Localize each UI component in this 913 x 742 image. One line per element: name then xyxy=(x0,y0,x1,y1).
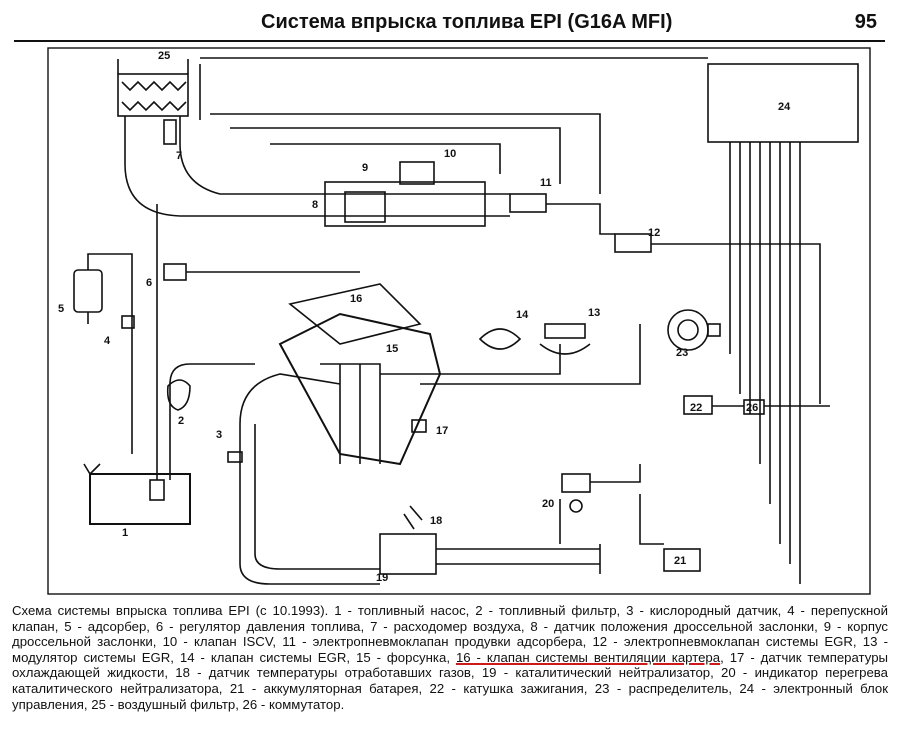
label-10: 10 xyxy=(444,148,456,160)
label-3: 3 xyxy=(216,429,222,441)
label-8: 8 xyxy=(312,199,318,211)
caption-highlight: 16 - клапан системы вентиляции картера xyxy=(455,649,721,665)
label-23: 23 xyxy=(676,347,688,359)
label-14: 14 xyxy=(516,309,529,321)
air-filter-shape xyxy=(117,73,189,117)
caption-text-2: , 17 - датчик температуры охлаждающей жи… xyxy=(12,649,889,712)
label-9: 9 xyxy=(362,162,368,174)
label-13: 13 xyxy=(588,307,600,319)
label-17: 17 xyxy=(436,425,448,437)
label-26: 26 xyxy=(746,402,758,414)
label-25: 25 xyxy=(158,50,170,62)
label-4: 4 xyxy=(104,335,111,347)
label-2: 2 xyxy=(178,415,184,427)
label-15: 15 xyxy=(386,343,398,355)
label-12: 12 xyxy=(648,227,660,239)
label-1: 1 xyxy=(122,527,128,539)
fuel-injection-diagram: 1 2 3 4 5 6 7 8 9 10 11 12 13 14 15 16 1… xyxy=(47,47,871,595)
page-number: 95 xyxy=(854,11,877,33)
figure-caption: Схема системы впрыска топлива EPI (с 10.… xyxy=(12,603,888,712)
label-11: 11 xyxy=(540,177,552,189)
label-5: 5 xyxy=(58,303,64,315)
label-6: 6 xyxy=(146,277,152,289)
label-21: 21 xyxy=(674,555,686,567)
label-7: 7 xyxy=(176,150,182,162)
label-22: 22 xyxy=(690,402,702,414)
label-19: 19 xyxy=(376,572,388,584)
catalytic-converter-shape xyxy=(379,533,437,575)
ecu-shape xyxy=(707,63,859,143)
label-16: 16 xyxy=(350,293,362,305)
caption-text-1: Схема системы впрыска топлива EPI (с 10.… xyxy=(12,603,888,665)
label-20: 20 xyxy=(542,498,554,510)
label-18: 18 xyxy=(430,515,442,527)
canister-shape xyxy=(73,269,103,313)
page-title: Система впрыска топлива EPI (G16A MFI) xyxy=(261,11,673,33)
page-header: Система впрыска топлива EPI (G16A MFI) 9… xyxy=(14,4,885,42)
label-24: 24 xyxy=(778,101,791,113)
